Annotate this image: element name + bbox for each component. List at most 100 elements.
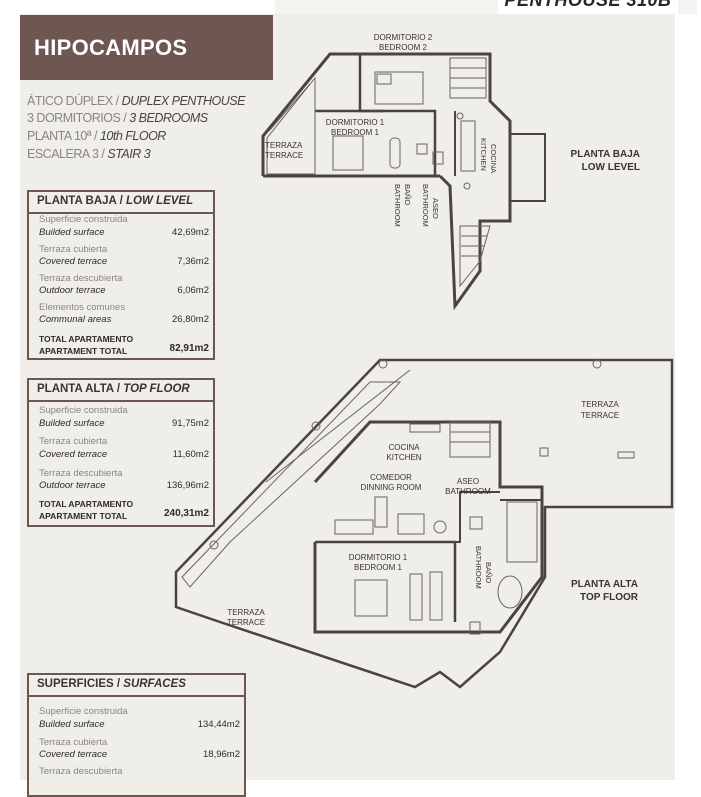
low-row-value: 6,06m2: [177, 285, 209, 296]
bathtub-icon: [389, 137, 401, 169]
surfaces-row-label-es: Terraza descubierta: [39, 766, 123, 777]
low-level-heading-es: PLANTA BAJA /: [37, 195, 123, 207]
low-bath-label-en: BATHROOM: [393, 184, 402, 227]
top-terrace2-label-es: TERRAZA: [227, 608, 265, 617]
top-row-label-es: Superficie construida: [39, 405, 128, 416]
top-total-label-es: TOTAL APARTAMENTO: [39, 499, 134, 509]
surfaces-heading-en: SURFACES: [123, 678, 186, 690]
low-total-label-es: TOTAL APARTAMENTO: [39, 334, 134, 344]
low-row-label-en: Outdoor terrace: [39, 285, 106, 296]
bed1-icon: [332, 135, 364, 171]
top-bed-icon: [354, 579, 388, 617]
low-total-value: 82,91m2: [169, 343, 209, 354]
top-stair-icon: [449, 421, 491, 458]
top-kitchen-label-es: COCINA: [388, 443, 420, 452]
top-toilet-icon: [469, 621, 481, 635]
low-level-caption: PLANTA BAJA LOW LEVEL: [560, 148, 640, 174]
top-row-value: 91,75m2: [172, 418, 209, 429]
top-bath-wall: [455, 491, 500, 543]
surfaces-row-label-es: Superficie construida: [39, 706, 128, 717]
low-terrace-rail: [268, 83, 311, 132]
low-terrace-outline: [266, 76, 316, 175]
top-row-label-en: Outdoor terrace: [39, 480, 106, 491]
low-bed2-label-en: BEDROOM 2: [379, 43, 428, 52]
top-kitchen-counter-icon: [409, 423, 441, 433]
top-floor-heading: PLANTA ALTA / TOP FLOOR: [29, 380, 215, 402]
low-row-value: 42,69m2: [172, 227, 209, 238]
low-terrace-label-en: TERRACE: [265, 151, 303, 160]
top-total-label-en: APARTAMENT TOTAL: [39, 511, 128, 521]
surfaces-row-label-en: Builded surface: [39, 719, 105, 730]
info-floor: PLANTA 10ª / 10th FLOOR: [27, 129, 166, 143]
low-bed2-label-es: DORMITORIO 2: [374, 33, 433, 42]
top-floor-panel: PLANTA ALTA / TOP FLOOR Superficie const…: [27, 378, 215, 527]
bed2-pillow-icon: [376, 73, 392, 85]
top-counter-icon: [334, 519, 374, 535]
top-terrace2-label-en: TERRACE: [227, 618, 265, 627]
low-outer-wall: [261, 52, 512, 311]
top-floor-floorplan: TERRAZA TERRACE COCINA KITCHEN COMEDOR D…: [174, 358, 674, 689]
low-row-label-es: Superficie construida: [39, 214, 128, 225]
low-terrace-label-es: TERRAZA: [265, 141, 303, 150]
top-dining-label-en: DINNING ROOM: [361, 483, 422, 492]
low-bath-label-es: BAÑO: [403, 184, 412, 205]
low-level-floorplan: DORMITORIO 2 BEDROOM 2 DORMITORIO 1 BEDR…: [261, 33, 546, 311]
top-wc-label-en: BATHROOM: [445, 487, 491, 496]
top-terrace1-label-en: TERRACE: [581, 411, 619, 420]
top-row-label-es: Terraza descubierta: [39, 468, 123, 479]
info-type-es: ÁTICO DÚPLEX /: [27, 94, 119, 108]
low-bed1-label-en: BEDROOM 1: [331, 128, 380, 137]
surfaces-heading-es: SUPERFICIES /: [37, 678, 121, 690]
low-balcony-wall: [510, 133, 546, 202]
top-row-label-en: Builded surface: [39, 418, 105, 429]
top-dining-label-es: COMEDOR: [370, 473, 412, 482]
top-terrace-rail: [181, 381, 402, 588]
info-stair-en: STAIR 3: [107, 147, 151, 161]
low-bed1-label-es: DORMITORIO 1: [326, 118, 385, 127]
low-level-heading: PLANTA BAJA / LOW LEVEL: [29, 192, 215, 214]
low-level-caption-en: LOW LEVEL: [581, 162, 640, 173]
top-chimney-icon: [539, 447, 549, 457]
low-wc-label-es: ASEO: [431, 198, 440, 219]
low-wc-label-en: BATHROOM: [421, 184, 430, 227]
surfaces-row-value: 18,96m2: [203, 749, 240, 760]
top-total-value: 240,31m2: [163, 508, 209, 519]
low-kitchen-label-en: KITCHEN: [479, 138, 488, 171]
surfaces-panel: SUPERFICIES / SURFACES Superficie constr…: [27, 673, 246, 797]
right-margin: [697, 0, 701, 780]
top-bath-label-en: BATHROOM: [474, 546, 483, 589]
info-floor-es: PLANTA 10ª /: [27, 129, 97, 143]
surfaces-heading: SUPERFICIES / SURFACES: [29, 675, 246, 697]
top-kitchen-label-en: KITCHEN: [386, 453, 421, 462]
low-row-value: 26,80m2: [172, 314, 209, 325]
sink-icon: [432, 151, 444, 165]
bed2-icon: [374, 71, 424, 105]
top-terrace1-label-es: TERRAZA: [581, 400, 619, 409]
low-stair-lower-icon: [459, 225, 491, 288]
dining-table-icon: [397, 513, 425, 535]
surfaces-row-label-es: Terraza cubierta: [39, 737, 108, 748]
low-row-label-es: Terraza descubierta: [39, 273, 123, 284]
info-type-en: DUPLEX PENTHOUSE: [121, 94, 246, 108]
info-stair: ESCALERA 3 / STAIR 3: [27, 147, 151, 161]
page-title: HIPOCAMPOS: [34, 35, 188, 60]
surfaces-row-value: 134,44m2: [197, 719, 240, 730]
top-floor-heading-es: PLANTA ALTA /: [37, 383, 121, 395]
low-inner-wall: [358, 54, 437, 176]
low-level-caption-es: PLANTA BAJA: [570, 149, 640, 160]
top-bath-label-es: BAÑO: [484, 562, 493, 583]
info-bedrooms-es: 3 DORMITORIOS /: [27, 111, 127, 125]
top-bed1-label-es: DORMITORIO 1: [349, 553, 408, 562]
top-drain-icon: [378, 359, 388, 369]
low-total-label-en: APARTAMENT TOTAL: [39, 346, 128, 356]
info-type: ÁTICO DÚPLEX / DUPLEX PENTHOUSE: [27, 94, 245, 108]
surfaces-row-label-en: Covered terrace: [39, 749, 108, 760]
low-row-label-en: Communal areas: [39, 314, 112, 325]
kitchen-counter-icon: [460, 120, 476, 172]
top-row-label-en: Covered terrace: [39, 449, 108, 460]
top-row-label-es: Terraza cubierta: [39, 436, 108, 447]
info-bedrooms-en: 3 BEDROOMS: [129, 111, 208, 125]
low-level-heading-en: LOW LEVEL: [126, 195, 194, 207]
low-kitchen-label-es: COCINA: [489, 144, 498, 173]
top-floor-caption: PLANTA ALTA TOP FLOOR: [558, 578, 638, 604]
